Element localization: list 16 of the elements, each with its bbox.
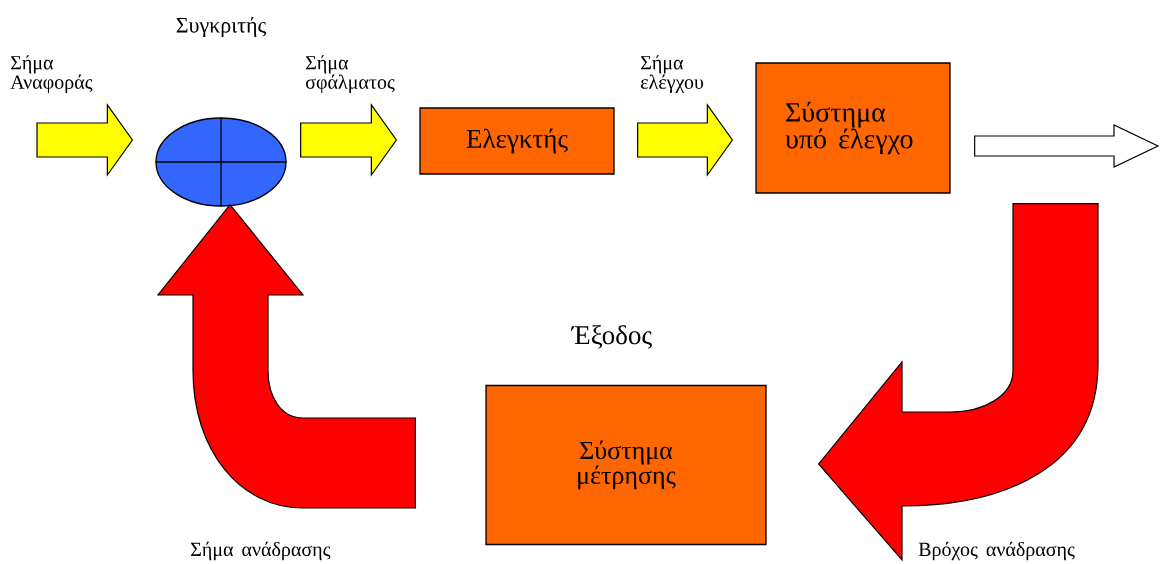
block-arrow (637, 103, 734, 177)
process-box: Ελεγκτής (419, 107, 615, 175)
process-box: Σύστημα υπό έλεγχο (755, 62, 951, 194)
edge-label: Σήμα σφάλματος (306, 55, 395, 93)
curved-arrow (157, 204, 416, 509)
caption: Σήμα ανάδρασης (191, 541, 331, 561)
block-arrow (36, 103, 134, 177)
block-arrow (300, 103, 398, 177)
caption: Βρόχος ανάδρασης (918, 541, 1075, 561)
curved-arrow (818, 203, 1099, 561)
process-box: Σύστημα μέτρησης (485, 384, 767, 546)
output-label: Έξοδος (570, 325, 652, 349)
edge-label: Σήμα ελέγχου (640, 55, 704, 93)
block-arrow (974, 124, 1160, 168)
edge-label: Σήμα Αναφοράς (10, 55, 93, 93)
comparator-label: Συγκριτής (176, 16, 267, 38)
